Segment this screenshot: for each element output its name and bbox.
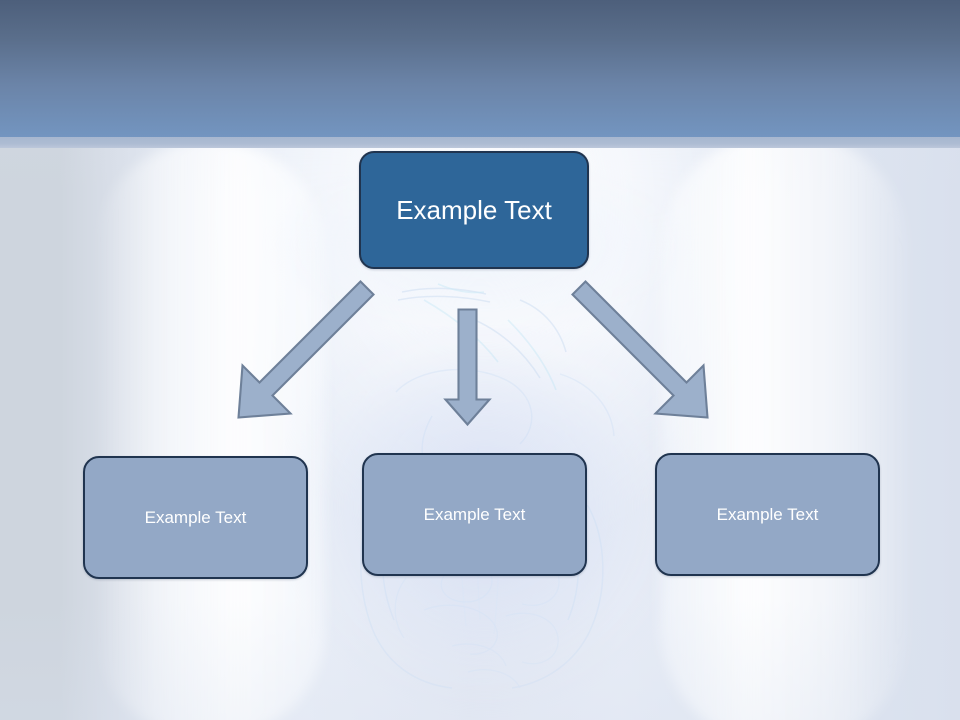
hierarchy-child-node-2[interactable]: Example Text xyxy=(362,453,587,576)
header-under-band xyxy=(0,137,960,148)
hierarchy-root-label: Example Text xyxy=(396,194,552,225)
arrow-center-icon xyxy=(443,308,492,427)
hierarchy-child-label-2: Example Text xyxy=(423,504,526,524)
hierarchy-child-node-3[interactable]: Example Text xyxy=(655,453,880,576)
hierarchy-root-node[interactable]: Example Text xyxy=(359,151,589,269)
arrow-left-icon xyxy=(237,280,375,419)
arrow-right-icon xyxy=(571,280,709,419)
hierarchy-child-node-1[interactable]: Example Text xyxy=(83,456,308,579)
hierarchy-child-label-1: Example Text xyxy=(144,507,247,527)
hierarchy-child-label-3: Example Text xyxy=(716,504,819,524)
header-band xyxy=(0,0,960,137)
